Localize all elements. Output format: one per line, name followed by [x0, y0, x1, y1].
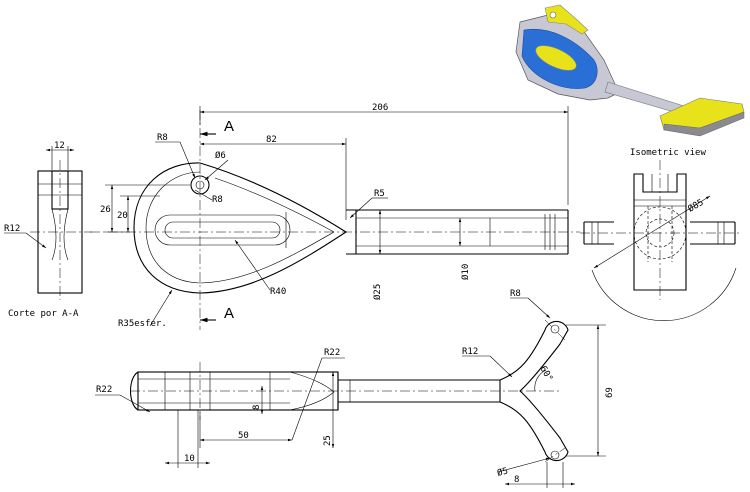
dim-r8-upper: R8: [157, 133, 168, 143]
dim-25: 25: [323, 435, 333, 446]
dim-phi85: Ø85: [686, 197, 706, 215]
dim-12: 12: [54, 141, 65, 151]
dim-r8-handle: R8: [510, 289, 521, 299]
dim-r8-lower: R8: [212, 195, 223, 205]
section-mark-bottom: A: [224, 305, 234, 322]
section-mark-top: A: [224, 118, 234, 135]
top-view: R22 R22 50 8 10 25 R8 R12 60° 69: [95, 289, 615, 488]
dim-phi10: Ø10: [460, 264, 471, 280]
dim-26: 26: [100, 205, 111, 215]
dim-20: 20: [117, 211, 128, 221]
dim-phi6: Ø6: [215, 150, 226, 161]
isometric-view: Isometric view: [515, 4, 745, 158]
dim-50: 50: [238, 431, 249, 441]
dim-69: 69: [605, 387, 615, 398]
head-outline: [133, 162, 348, 294]
dim-8: 8: [252, 405, 262, 410]
section-view: 12 R12 Corte por A-A: [4, 141, 92, 319]
dim-r12-handle: R12: [462, 347, 478, 357]
dim-r35: R35esfer.: [118, 319, 167, 329]
dim-r12-section: R12: [4, 224, 20, 234]
dim-r40: R40: [270, 287, 286, 297]
iso-caption: Isometric view: [630, 148, 706, 158]
dim-82: 82: [266, 135, 277, 145]
side-view: Ø85: [580, 160, 740, 321]
dim-phi25: Ø25: [372, 284, 383, 300]
dim-10: 10: [184, 454, 195, 464]
top-handle: [499, 320, 569, 462]
head-slot: [154, 214, 291, 246]
dim-60deg: 60°: [537, 365, 554, 384]
dim-phi5: Ø5: [496, 465, 509, 478]
front-view: A A 206 82 R8 Ø6 R8 26 20 R5 R: [90, 103, 580, 330]
side-body: [633, 173, 687, 291]
dim-r5: R5: [374, 189, 385, 199]
dim-206: 206: [372, 103, 388, 113]
dim-r22-left: R22: [96, 385, 112, 395]
pin-hole: [190, 175, 210, 195]
dim-r22-top: R22: [324, 348, 340, 358]
section-caption: Corte por A-A: [8, 309, 79, 319]
dim-8-bottom: 8: [514, 475, 519, 485]
